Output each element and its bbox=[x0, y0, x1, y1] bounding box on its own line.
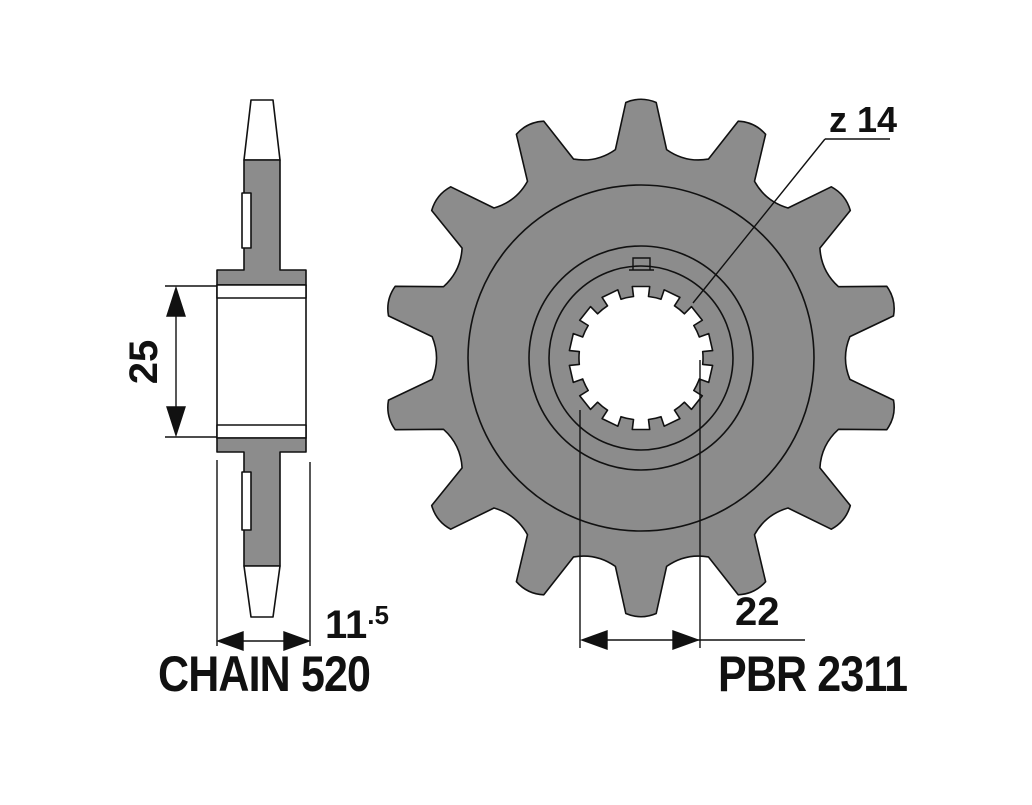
width-label-main: 11 bbox=[325, 603, 367, 647]
width-label: 11.5 bbox=[325, 600, 389, 647]
spline-diameter-label: 22 bbox=[735, 590, 780, 634]
bore-height-dimension bbox=[165, 285, 217, 438]
teeth-count-label: z 14 bbox=[829, 99, 897, 140]
hub-circle-outer bbox=[528, 245, 754, 471]
teeth-count-leader bbox=[692, 138, 890, 304]
bore-height-label: 25 bbox=[122, 340, 166, 385]
spline-diameter-dimension bbox=[579, 360, 805, 650]
side-upper-flange bbox=[216, 159, 307, 286]
side-hub-band-bottom bbox=[216, 424, 307, 439]
sprocket-front-view bbox=[387, 98, 895, 618]
spline-bore bbox=[568, 285, 714, 431]
part-number-label: PBR 2311 bbox=[718, 646, 908, 702]
keyway-marker bbox=[629, 257, 654, 271]
width-dimension bbox=[215, 460, 312, 651]
pitch-circle bbox=[467, 184, 815, 532]
side-upper-slot bbox=[241, 192, 252, 249]
side-hub-band-top bbox=[216, 284, 307, 299]
side-lower-slot bbox=[241, 471, 252, 531]
width-label-sup: .5 bbox=[367, 600, 389, 630]
side-profile-view bbox=[216, 99, 307, 618]
side-upper-tooth-tip bbox=[243, 99, 281, 161]
chain-size-label: CHAIN 520 bbox=[158, 646, 371, 702]
side-hub bbox=[216, 284, 307, 439]
hub-circle-inner bbox=[548, 265, 734, 451]
side-lower-flange bbox=[216, 437, 307, 567]
side-lower-tooth-tip bbox=[243, 565, 281, 618]
